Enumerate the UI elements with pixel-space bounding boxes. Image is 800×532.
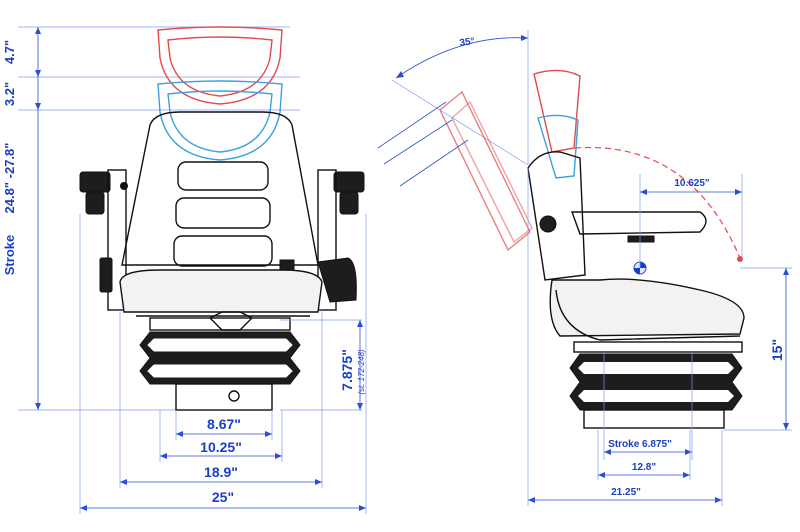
side-seat-cushion [549,278,745,337]
headrest-height-label: 4.7" [2,40,17,64]
front-view: 4.7" 3.2" Stroke 24.8" -27.8" 7.875" (st… [2,26,367,514]
side-suspension-bellows [569,353,743,429]
headrest-lowered-outline [157,80,283,161]
suspension-bellows [139,331,301,411]
suspension-height-label: 7.875" [339,349,355,391]
armrest-swing-arc [574,146,741,259]
overall-depth-label: 21.25" [611,487,641,498]
reclined-back-outline [377,90,533,252]
suspension-range-note: (st. 172-248) [357,349,366,395]
side-armrest [571,211,707,235]
cushion-width-label: 18.9" [204,464,238,480]
seat-back [121,111,319,266]
mount-width-outer-label: 10.25" [200,439,242,455]
back-height-label: 24.8" -27.8" [2,143,17,214]
seat-cushion [119,269,323,313]
side-seat-back [527,151,586,281]
armrest-reach-label: 10.625" [674,178,710,189]
side-headrest-lowered [537,114,579,179]
armrest-left [79,169,128,311]
side-headrest-raised [533,69,581,153]
headrest-raised-outline [157,26,283,105]
headrest-adjust-label: 3.2" [2,82,17,106]
armrest-right [317,169,365,311]
recline-angle-label: 35° [459,36,476,49]
stroke-side-label: Stroke 6.875" [608,439,672,450]
side-view: 35° 10.625" 15" Stroke 6.875" 12.8" 21.2… [377,30,792,506]
overall-width-label: 25" [212,489,234,505]
recline-angle-arc [395,37,529,79]
rail-width-label: 12.8" [632,462,656,473]
seat-height-label: 15" [769,339,785,361]
mount-width-inner-label: 8.67" [207,416,241,432]
stroke-label: Stroke [2,235,17,275]
